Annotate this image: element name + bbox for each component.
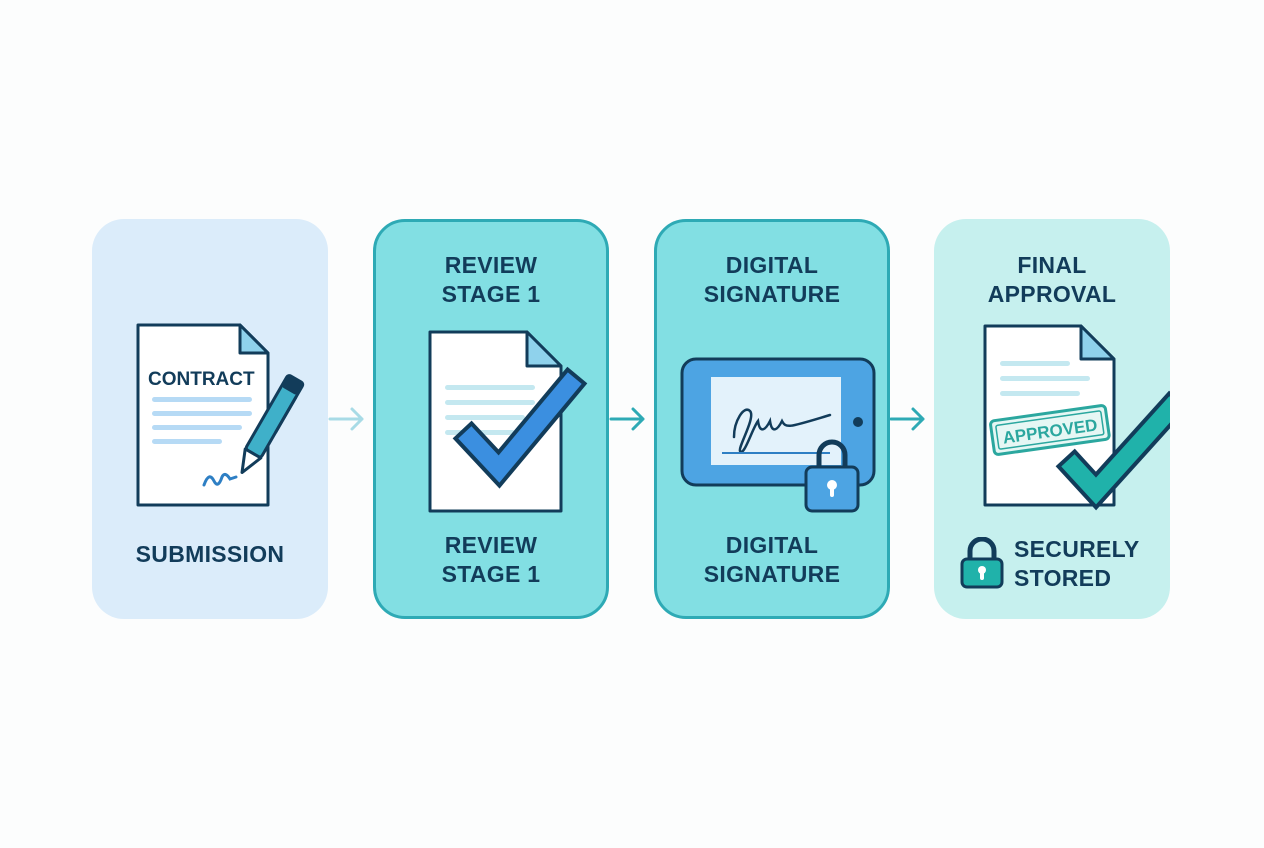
securely-stored: SECURELY STORED: [960, 535, 1160, 595]
step-approval-top-label: FINAL APPROVAL: [987, 252, 1117, 307]
arrow-right-icon: [328, 407, 364, 431]
tablet-signature-lock-icon: [680, 357, 876, 513]
step-review-card: REVIEW STAGE 1 REVIEW STAGE 1: [373, 219, 609, 619]
arrow-right-icon: [889, 407, 925, 431]
arrow-right-icon: [609, 407, 645, 431]
step-approval-bottom-label: SECURELY STORED: [1014, 536, 1140, 591]
step-signature-top-label: DIGITAL SIGNATURE: [703, 252, 841, 307]
step-review-top-label: REVIEW STAGE 1: [441, 252, 541, 307]
step-review-bottom-label: REVIEW STAGE 1: [441, 532, 541, 587]
contract-title: CONTRACT: [148, 369, 255, 390]
contract-pen-icon: CONTRACT: [136, 323, 305, 507]
step-signature-card: DIGITAL SIGNATURE DIGITAL SIGNATURE: [654, 219, 890, 619]
approved-stamp: APPROVED: [989, 404, 1111, 456]
step-submission-bottom-label: SUBMISSION: [135, 541, 285, 567]
lock-icon: [960, 537, 1004, 589]
document-check-icon: [428, 330, 588, 513]
approved-document-check-icon: APPROVED: [983, 324, 1170, 511]
step-submission-card: CONTRACT SUBMISSION: [92, 219, 328, 619]
step-approval-card: FINAL APPROVAL APPROVED: [934, 219, 1170, 619]
step-signature-bottom-label: DIGITAL SIGNATURE: [703, 532, 841, 587]
